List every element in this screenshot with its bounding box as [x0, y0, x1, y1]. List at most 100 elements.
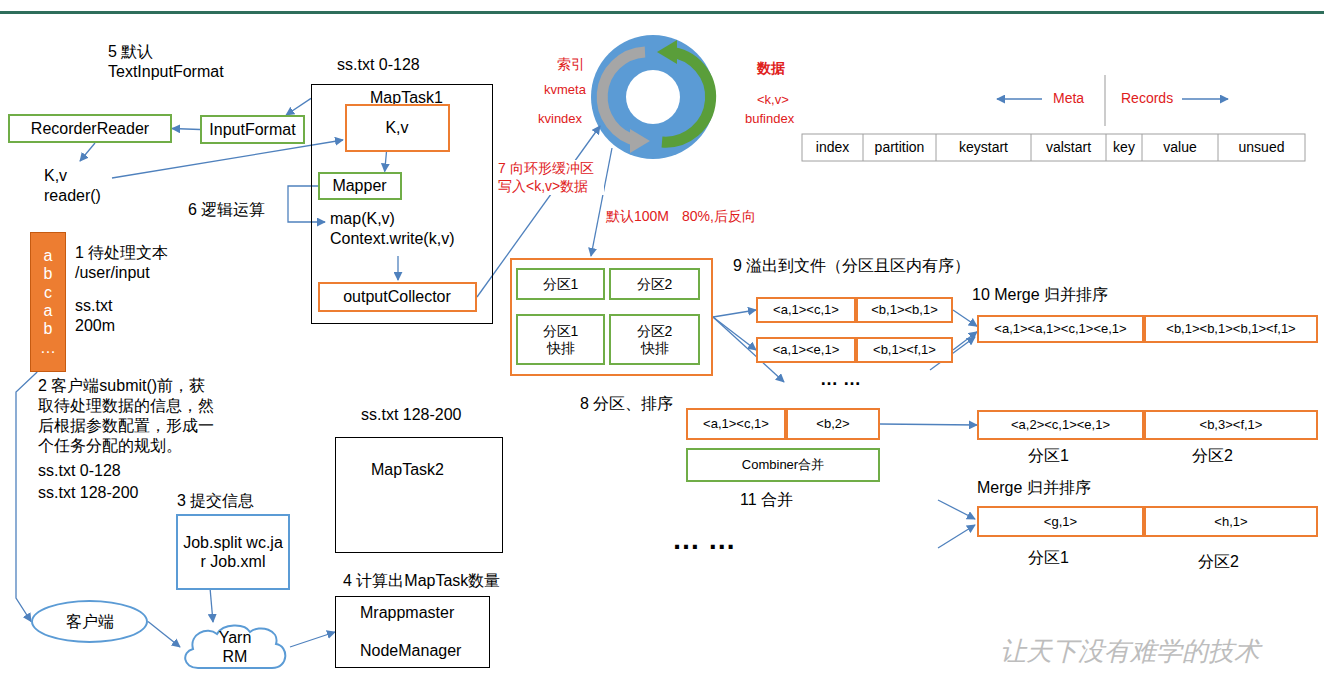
text-label: value	[1142, 139, 1218, 157]
record-table-dividers	[863, 134, 1218, 161]
text-label: ss.txt 0-128	[38, 461, 121, 481]
node-text: <a,1><c,1>	[773, 302, 839, 318]
text-label: valstart	[1031, 139, 1106, 157]
node-text: Mrappmaster	[360, 603, 454, 623]
process-box: Mapper	[318, 172, 402, 200]
node-text: 8 分区、排序	[580, 394, 673, 414]
node-text: 分区1 快排	[538, 323, 584, 357]
text-label: bufindex	[745, 111, 794, 127]
text-label: 10 Merge 归并排序	[972, 285, 1108, 305]
record-box: <a,1><c,1>	[756, 297, 856, 323]
text-label: 索引	[557, 56, 585, 74]
text-label: 分区2	[1198, 552, 1239, 572]
record-box: K,v	[345, 104, 450, 152]
ring-buffer	[591, 35, 715, 159]
node-text: Mapper	[332, 176, 386, 195]
text-label: kvindex	[538, 111, 582, 127]
text-label: key	[1106, 139, 1142, 157]
connector-arrow	[148, 622, 180, 648]
text-label: 2 客户端submit()前，获取待处理数据的信息，然后根据参数配置，形成一个任…	[38, 376, 218, 456]
node-text: K,v	[385, 118, 408, 137]
meta-arrow	[997, 98, 1042, 99]
record-box: <a,1><a,1><c,1><e,1>	[977, 315, 1144, 343]
watermark: 让天下没有难学的技术	[1000, 636, 1260, 669]
node-text: <b,1><b,1><b,1><f,1>	[1166, 321, 1295, 337]
node-text: <g,1>	[1044, 514, 1077, 530]
connector-arrow	[290, 632, 335, 647]
text-label: 5 默认 TextInputFormat	[108, 42, 248, 82]
cloud-shape: Yarn RM	[180, 622, 290, 672]
process-box: 分区2 快排	[609, 314, 700, 365]
node-text: outputCollector	[343, 287, 451, 306]
node-text: <b,1><b,1>	[871, 302, 938, 318]
connector-arrow	[713, 310, 756, 317]
text-label: Meta	[1053, 90, 1084, 108]
text-label: index	[802, 139, 863, 157]
node-text: ss.txt 128-200	[361, 405, 462, 425]
record-table	[802, 134, 1305, 161]
leader-arrow	[938, 500, 975, 519]
node-text: RecorderReader	[31, 119, 149, 138]
group-box: 8 分区、排序分区1分区2分区1 快排分区2 快排	[510, 258, 713, 376]
text-label: unsued	[1218, 139, 1305, 157]
record-box: <b,1><b,1>	[856, 297, 953, 323]
process-box: 分区1 快排	[516, 314, 605, 365]
record-box: <b,1><b,1><b,1><f,1>	[1144, 315, 1318, 343]
record-box: <a,1><e,1>	[756, 337, 856, 363]
text-label: 默认100M	[606, 208, 669, 226]
node-text: Job.split wc.jar Job.xml	[183, 533, 283, 571]
node-text: a b c a b …	[40, 247, 56, 357]
text-label: <k,v>	[757, 92, 789, 108]
text-label: K,v reader()	[44, 166, 106, 206]
node-text: <b,1><f,1>	[873, 342, 936, 358]
data-arc	[662, 52, 711, 142]
node-text: <a,1><a,1><c,1><e,1>	[994, 321, 1126, 337]
task-box: ss.txt 0-128MapTask1map(K,v) Context.wri…	[311, 84, 493, 324]
node-text: Yarn RM	[213, 628, 257, 666]
leader-arrow	[112, 140, 343, 178]
node-text: NodeManager	[360, 641, 461, 661]
text-label: kvmeta	[544, 82, 586, 98]
record-box: <g,1>	[977, 506, 1144, 537]
text-label: 6 逻辑运算	[188, 200, 265, 220]
data-column: a b c a b …	[30, 232, 66, 372]
file-box: Job.split wc.jar Job.xml	[176, 514, 290, 590]
connector-arrow	[880, 424, 977, 425]
node-text: <a,1><c,1>	[703, 416, 769, 432]
record-box: <b,2>	[786, 408, 880, 440]
node-text: MapTask2	[371, 460, 444, 480]
data-arc-head	[657, 40, 677, 64]
task-box: MrappmasterNodeManager	[335, 596, 490, 668]
text-label: … …	[820, 368, 861, 391]
text-label: 分区1	[1028, 446, 1069, 466]
node-text: <a,1><e,1>	[773, 342, 840, 358]
text-label: partition	[863, 139, 936, 157]
text-label: ss.txt 128-200	[38, 483, 139, 503]
records-arrow	[1182, 98, 1228, 99]
record-box: <b,3><f,1>	[1144, 410, 1318, 440]
leader-arrow	[397, 256, 398, 280]
connector-arrow	[385, 152, 387, 172]
text-label: keystart	[936, 139, 1031, 157]
connector-arrow	[172, 129, 200, 130]
node-text: <a,2><c,1><e,1>	[1011, 417, 1110, 433]
client-ellipse: 客户端	[31, 600, 148, 643]
node-text: map(K,v) Context.write(k,v)	[330, 209, 480, 249]
text-label: 3 提交信息	[177, 491, 254, 511]
node-text: 分区2 快排	[632, 323, 678, 357]
text-label: 9 溢出到文件（分区且区内有序）	[733, 256, 970, 276]
header-rule	[0, 11, 1324, 14]
process-box: 分区2	[609, 268, 700, 300]
record-box: <b,1><f,1>	[856, 337, 953, 363]
text-label: 分区1	[1028, 548, 1069, 568]
record-box: outputCollector	[318, 282, 477, 312]
record-box: <a,2><c,1><e,1>	[977, 410, 1144, 440]
meta-divider	[1105, 75, 1106, 126]
connector-arrow	[953, 310, 977, 326]
node-text: InputFormat	[209, 120, 295, 139]
connector-arrow	[713, 317, 756, 350]
connector-arrow	[210, 590, 213, 622]
record-box: <h,1>	[1144, 506, 1318, 537]
